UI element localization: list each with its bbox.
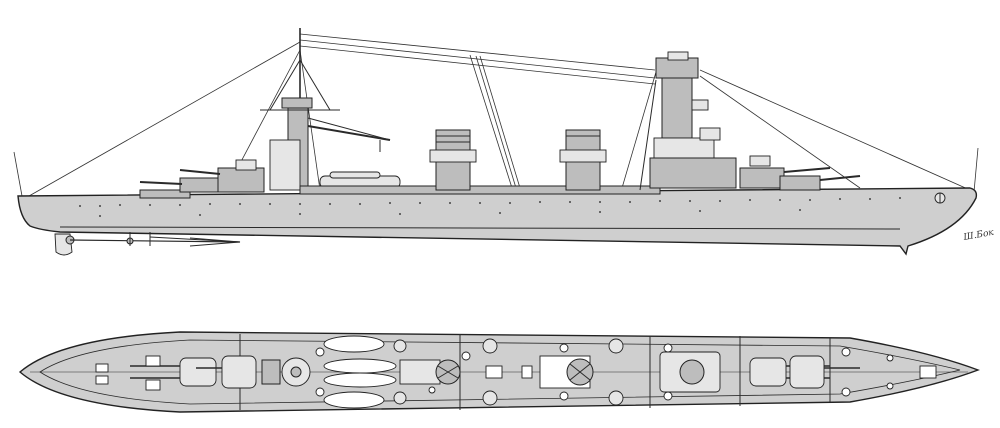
aft-structure-plan <box>261 347 325 397</box>
aft-turret-2 <box>217 167 265 193</box>
secondary-guns-plan <box>393 338 624 406</box>
forward-turret-2 <box>779 175 821 191</box>
rigging <box>13 33 979 201</box>
aft-rangefinder <box>235 159 257 171</box>
forward-rangefinder <box>749 155 771 167</box>
anchor-icon <box>934 192 946 204</box>
main-mast <box>260 28 391 191</box>
boat-2 <box>329 171 381 179</box>
forward-turrets-plan <box>749 347 937 397</box>
funnel-2 <box>559 129 607 191</box>
hull-profile <box>17 187 978 256</box>
forward-turret-1 <box>739 167 785 189</box>
midship-deckhouse <box>299 185 661 195</box>
portholes <box>79 197 901 217</box>
funnel-1 <box>429 129 477 191</box>
forward-tower-plan <box>659 343 721 401</box>
aft-deckhouse <box>139 189 191 199</box>
side-profile-view: Ш.Бок <box>13 28 995 256</box>
propellers <box>54 232 241 256</box>
artist-signature: Ш.Бок <box>962 228 995 243</box>
aft-turrets-plan <box>95 355 257 391</box>
boats-plan <box>323 335 441 409</box>
funnel-2-plan <box>539 343 594 401</box>
plan-view <box>18 331 980 413</box>
funnel-1-plan <box>428 351 471 394</box>
forward-tower <box>639 51 737 191</box>
aft-turret-1 <box>179 177 221 193</box>
